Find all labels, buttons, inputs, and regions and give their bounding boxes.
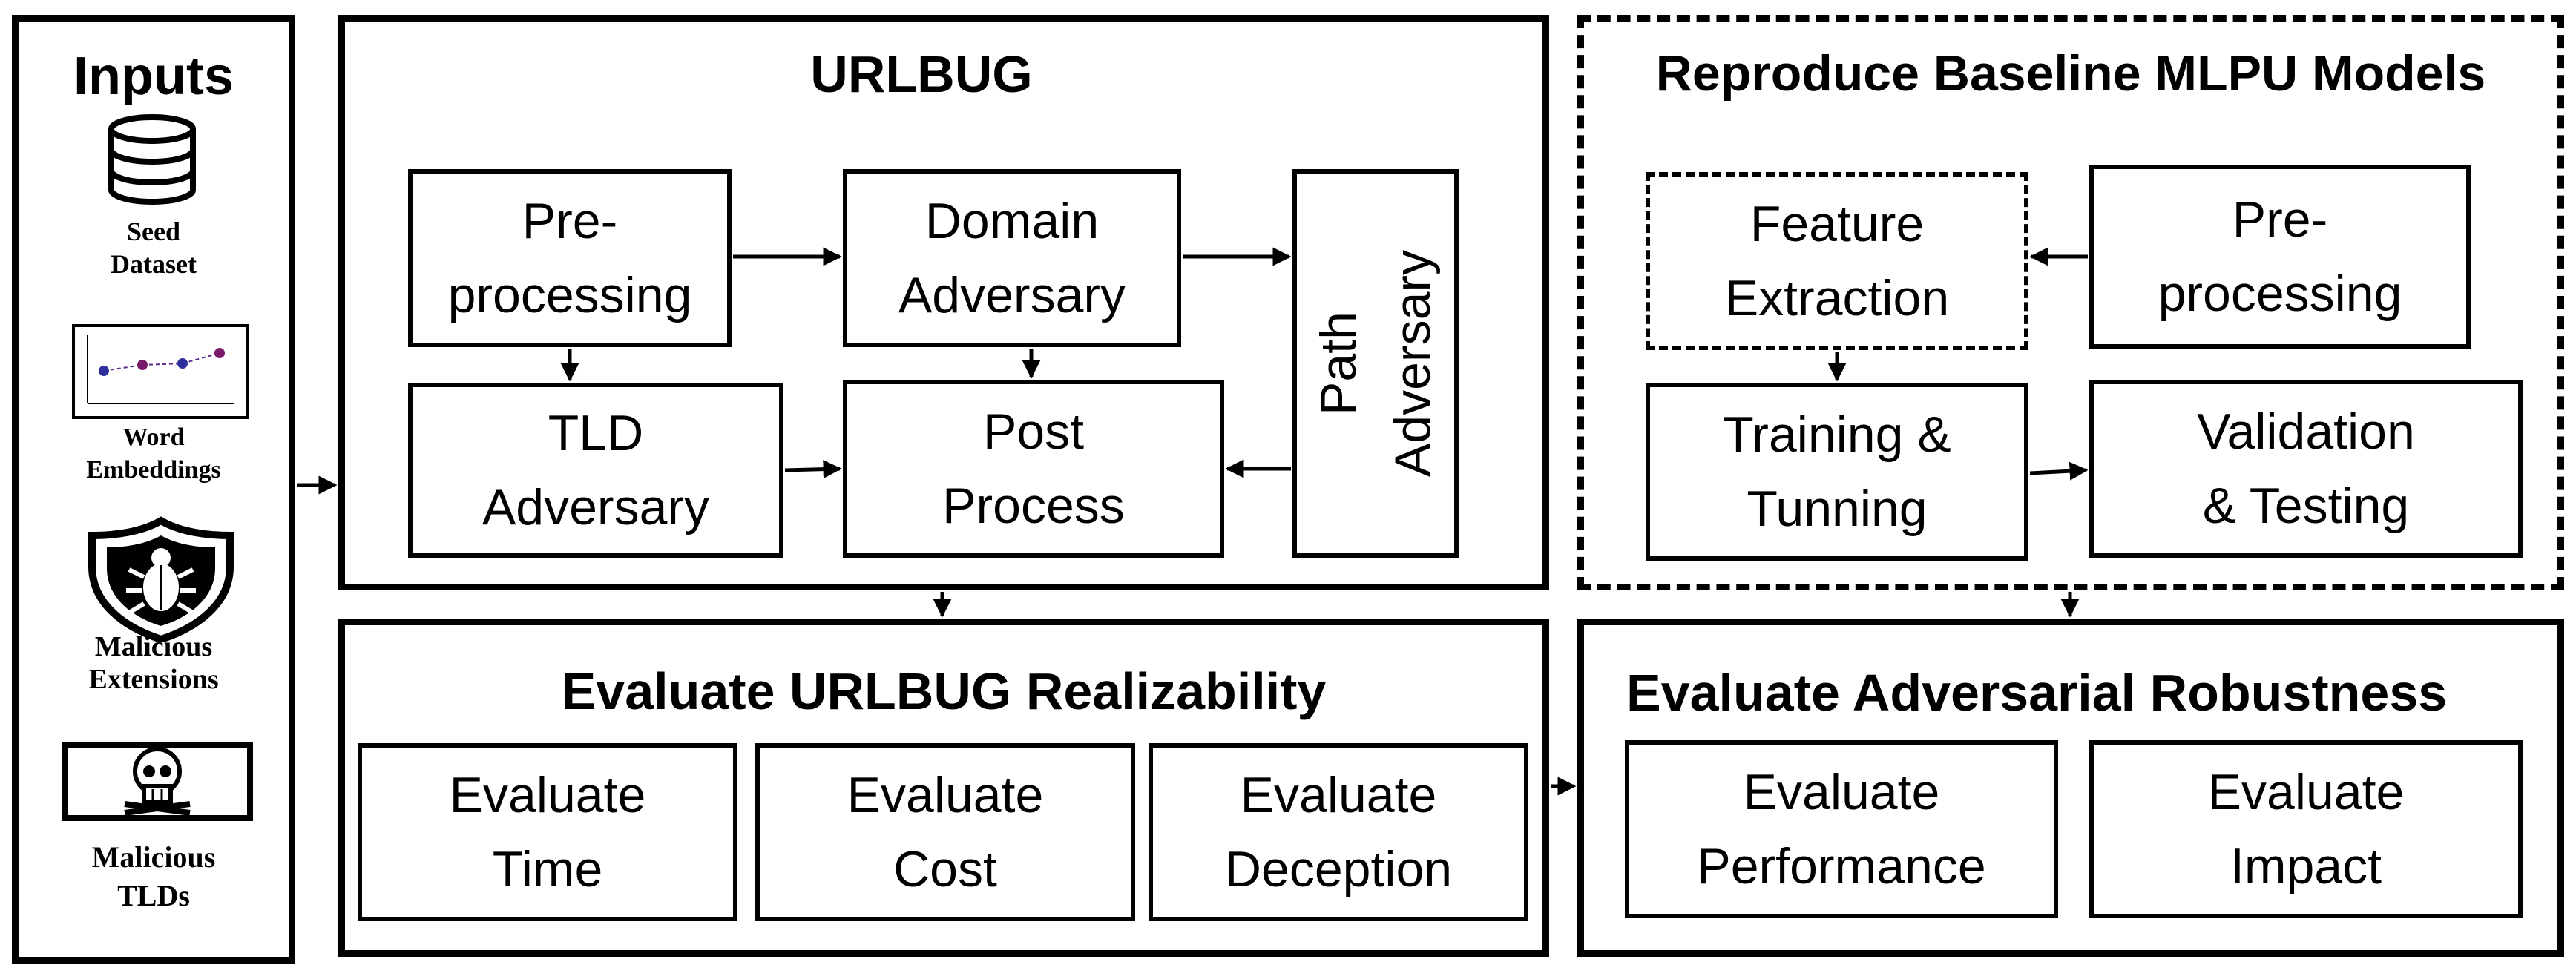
post-process-label: Post Process bbox=[942, 403, 1125, 534]
malicious-tlds-label: Malicious TLDs bbox=[91, 840, 216, 912]
evaluate-cost-box: Evaluate Cost bbox=[755, 743, 1135, 921]
feature-extraction-label: Feature Extraction bbox=[1724, 196, 1950, 326]
urlbug-preprocessing-box: Pre- processing bbox=[408, 169, 732, 347]
malicious-extensions-label: Malicious Extensions bbox=[88, 631, 219, 695]
seed-dataset-label: Seed Dataset bbox=[111, 217, 197, 279]
evaluate-performance-label: Evaluate Performance bbox=[1697, 764, 1986, 894]
monitor-skull-icon bbox=[62, 742, 253, 821]
validation-testing-label: Validation & Testing bbox=[2197, 403, 2415, 534]
training-tuning-box: Training & Tunning bbox=[1646, 383, 2028, 561]
validation-testing-box: Validation & Testing bbox=[2089, 380, 2523, 558]
word-embeddings-label: Word Embeddings bbox=[86, 423, 221, 484]
inputs-title: Inputs bbox=[73, 47, 234, 106]
feature-extraction-box: Feature Extraction bbox=[1646, 172, 2028, 350]
path-adversary-box: Path Adversary bbox=[1292, 169, 1459, 558]
evaluate-impact-box: Evaluate Impact bbox=[2089, 740, 2523, 918]
evaluate-time-box: Evaluate Time bbox=[358, 743, 737, 921]
tld-adversary-label: TLD Adversary bbox=[482, 405, 710, 535]
word-embeddings-plot-icon bbox=[72, 324, 249, 419]
arrow-training-to-validation bbox=[2029, 461, 2089, 481]
evaluate-deception-label: Evaluate Deception bbox=[1224, 767, 1453, 897]
domain-adversary-label: Domain Adversary bbox=[898, 193, 1126, 323]
tld-adversary-box: TLD Adversary bbox=[408, 383, 783, 558]
robustness-title: Evaluate Adversarial Robustness bbox=[1626, 664, 2448, 722]
arrow-tld-to-post bbox=[784, 460, 842, 479]
database-icon bbox=[108, 114, 196, 205]
evaluate-performance-box: Evaluate Performance bbox=[1625, 740, 2058, 918]
baseline-preprocessing-box: Pre- processing bbox=[2089, 165, 2471, 349]
domain-adversary-box: Domain Adversary bbox=[843, 169, 1181, 347]
baseline-title: Reproduce Baseline MLPU Models bbox=[1655, 45, 2486, 102]
urlbug-title: URLBUG bbox=[810, 45, 1033, 103]
evaluate-time-label: Evaluate Time bbox=[449, 767, 646, 897]
evaluate-deception-box: Evaluate Deception bbox=[1149, 743, 1528, 921]
baseline-preprocessing-label: Pre- processing bbox=[2158, 191, 2402, 322]
urlbug-preprocessing-label: Pre- processing bbox=[447, 193, 692, 323]
realizability-title: Evaluate URLBUG Realizability bbox=[561, 662, 1327, 720]
evaluate-cost-label: Evaluate Cost bbox=[847, 767, 1044, 897]
post-process-box: Post Process bbox=[843, 380, 1224, 558]
evaluate-impact-label: Evaluate Impact bbox=[2207, 764, 2405, 894]
training-tuning-label: Training & Tunning bbox=[1723, 406, 1951, 537]
shield-bug-icon bbox=[88, 516, 234, 642]
